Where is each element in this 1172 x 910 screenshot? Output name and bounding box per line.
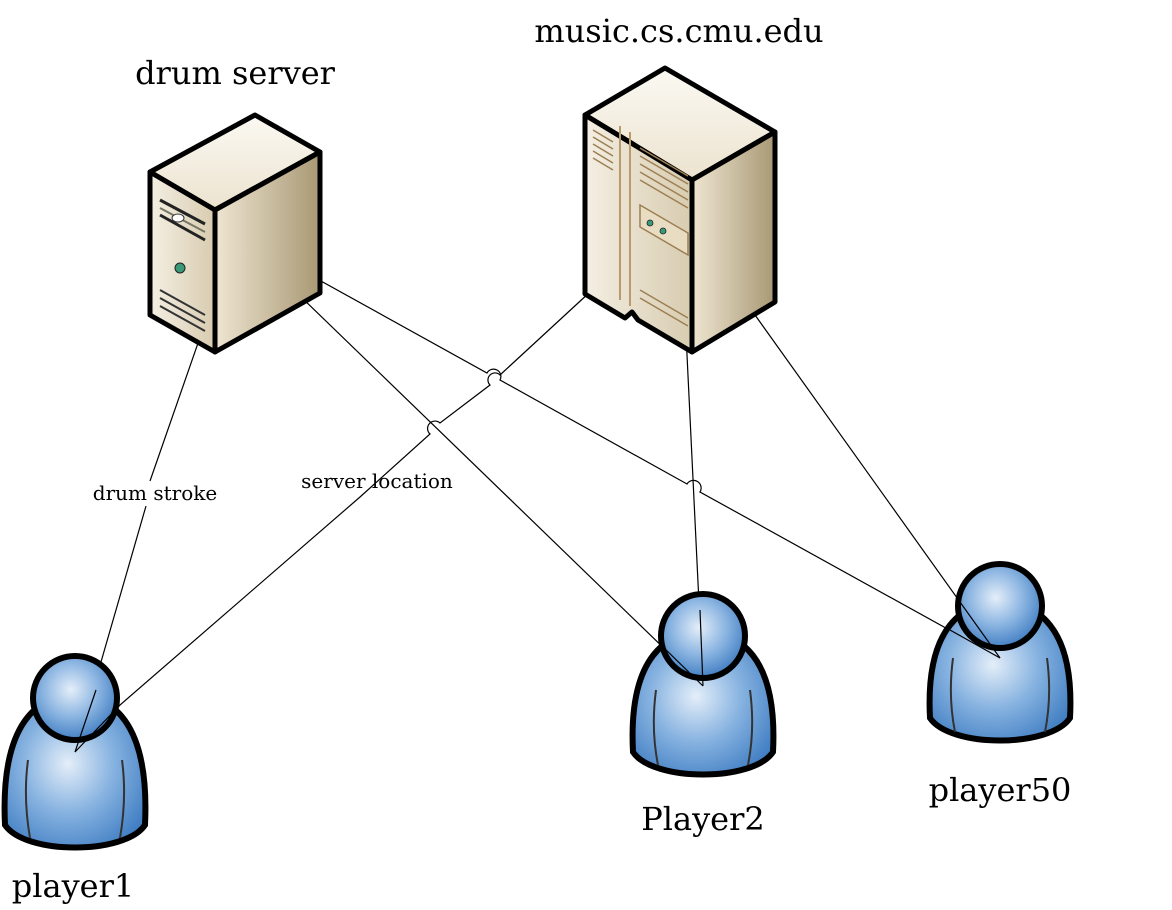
- player1-icon[interactable]: [1, 653, 149, 851]
- edge-drum-server-player50: [235, 233, 1001, 659]
- drum-server-icon[interactable]: [147, 112, 323, 355]
- server-location-label: server location: [301, 469, 453, 493]
- edge-overlay-player2: [699, 609, 704, 687]
- edge-overlay-player50: [959, 601, 1001, 659]
- edge-drum-server-player2: [235, 233, 704, 687]
- player50-label: player50: [929, 771, 1072, 809]
- edge-overlay-player2-b: [659, 643, 704, 687]
- drum-server-label: drum server: [135, 54, 336, 92]
- connections-overlay: [74, 601, 1001, 753]
- player2-label: Player2: [641, 800, 765, 838]
- edge-overlay-player1: [74, 689, 97, 753]
- music-server-icon[interactable]: [582, 65, 778, 355]
- drum-stroke-label: drum stroke: [93, 481, 217, 505]
- player1-label: player1: [12, 867, 134, 905]
- player50-icon[interactable]: [926, 561, 1074, 744]
- edge-overlay-player50-b: [949, 629, 1001, 659]
- edge-overlay-player1-b: [74, 704, 121, 753]
- music-server-label: music.cs.cmu.edu: [534, 12, 823, 50]
